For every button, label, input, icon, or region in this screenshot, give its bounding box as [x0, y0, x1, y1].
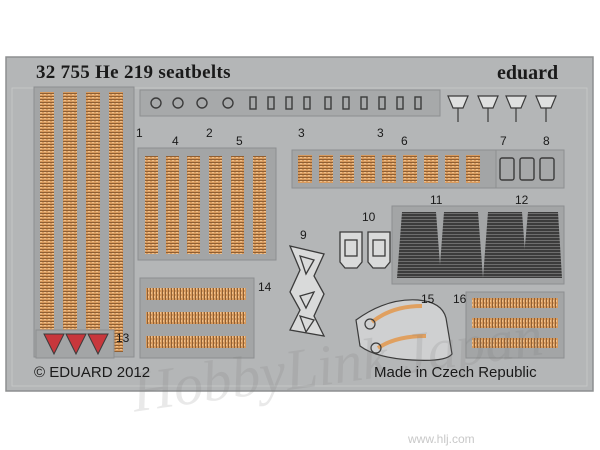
part-number-label: 15 [421, 292, 435, 306]
part-number-label: 8 [543, 134, 550, 148]
part-9-strap [288, 245, 326, 337]
part-number-label: 3 [377, 126, 384, 140]
watermark-url: www.hlj.com [408, 432, 475, 446]
part-13-triangles [35, 329, 115, 359]
part-number-label: 5 [236, 134, 243, 148]
part-number-label: 9 [300, 228, 307, 242]
part-14-belts [139, 277, 255, 359]
part-8-frames [495, 149, 565, 189]
product-title: 32 755 He 219 seatbelts [36, 62, 231, 83]
part-number-label: 11 [430, 193, 443, 207]
part-2-3-buckles [139, 89, 441, 117]
part-7-hooks [447, 95, 557, 122]
part-16-belts [465, 291, 565, 359]
part-15-harness [355, 299, 453, 361]
part-11-12-pads [391, 205, 565, 285]
copyright-text: © EDUARD 2012 [34, 364, 151, 381]
origin-text: Made in Czech Republic [374, 364, 537, 381]
part-4-5-belts [137, 147, 277, 261]
part-number-label: 10 [362, 210, 376, 224]
part-number-label: 6 [401, 134, 408, 148]
part-1-belts [33, 86, 135, 358]
part-number-label: 12 [515, 193, 529, 207]
part-number-label: 2 [206, 126, 213, 140]
brand-logo-text: eduard [497, 62, 559, 84]
part-number-label: 3 [298, 126, 305, 140]
part-number-label: 14 [258, 280, 272, 294]
part-number-label: 1 [136, 126, 143, 140]
part-6-belts [291, 149, 497, 189]
part-number-label: 4 [172, 134, 179, 148]
part-number-label: 16 [453, 292, 467, 306]
part-number-label: 7 [500, 134, 507, 148]
part-number-label: 13 [116, 331, 130, 345]
part-10-brackets [339, 231, 391, 269]
fret-inner-border [11, 87, 588, 387]
